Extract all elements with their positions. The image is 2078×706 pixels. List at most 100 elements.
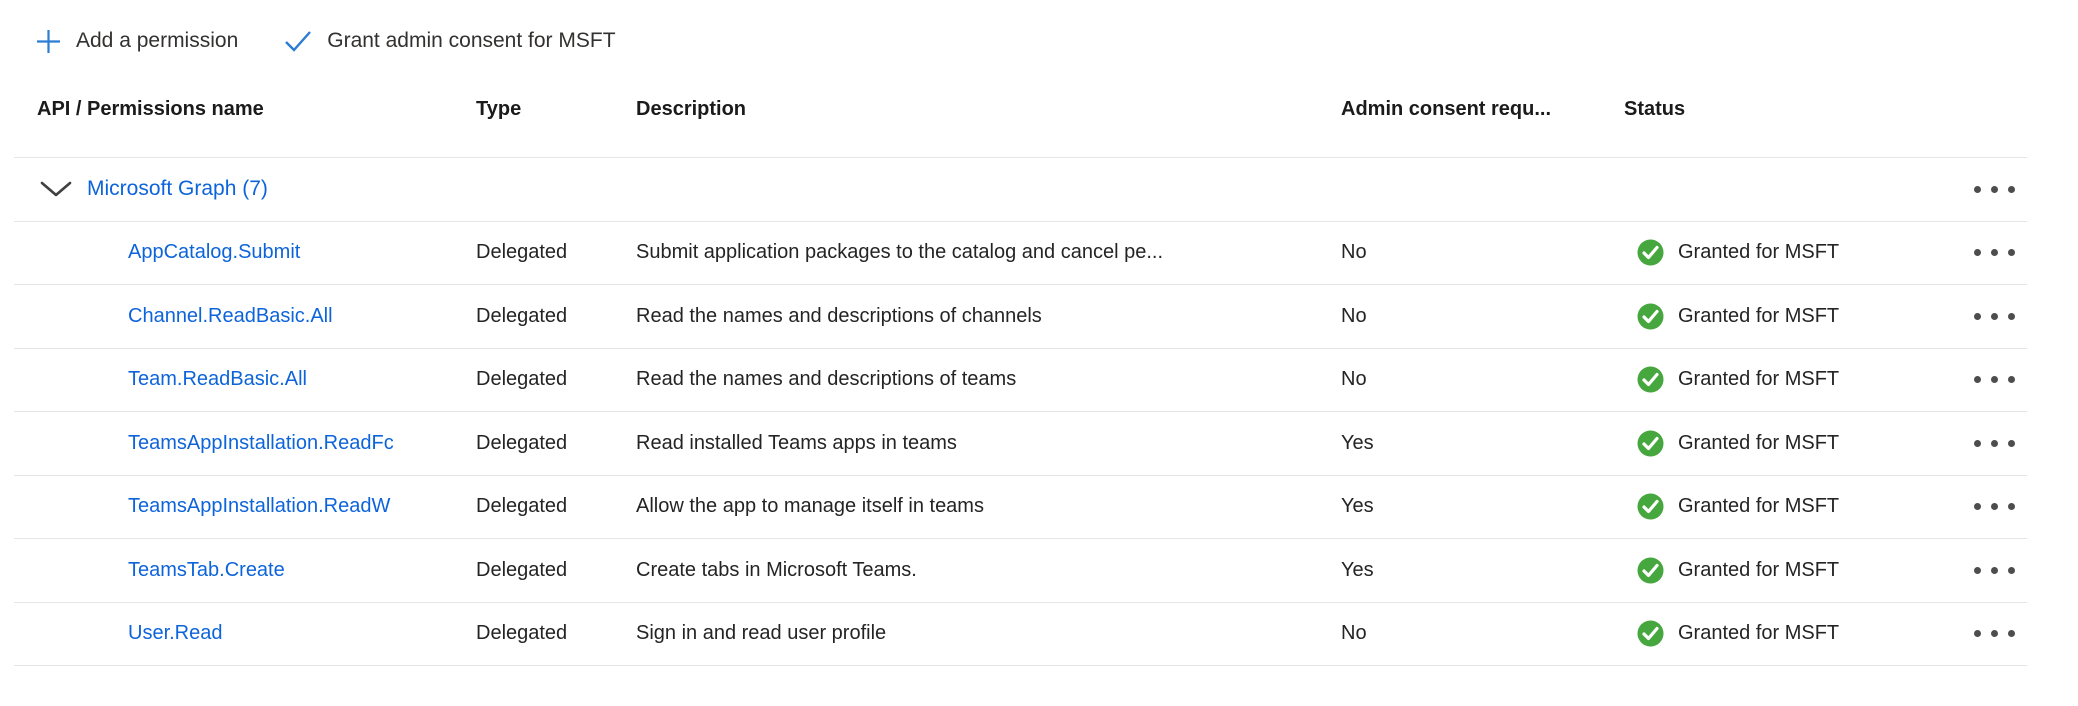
admin-consent-required-value: No <box>1341 241 1367 264</box>
more-dot <box>1991 439 1998 447</box>
row-more-options-button[interactable] <box>1954 222 2027 285</box>
status-label: Granted for MSFT <box>1678 368 1840 391</box>
granted-check-icon <box>1637 303 1664 330</box>
permission-name-link[interactable]: Channel.ReadBasic.All <box>128 304 333 327</box>
more-dot <box>1991 185 1998 193</box>
row-more-options-button[interactable] <box>1954 539 2027 602</box>
more-dot <box>1974 249 1981 257</box>
row-more-options-button[interactable] <box>1954 603 2027 666</box>
group-more-options-button[interactable] <box>1954 158 2027 221</box>
more-dot <box>2008 630 2015 638</box>
more-dot <box>1974 312 1981 320</box>
grant-admin-consent-label: Grant admin consent for MSFT <box>327 29 616 52</box>
permission-type: Delegated <box>476 431 568 454</box>
more-dot <box>1974 630 1981 638</box>
row-more-options-button[interactable] <box>1954 412 2027 475</box>
granted-check-icon <box>1637 430 1664 457</box>
header-status: Status <box>1624 98 1686 120</box>
admin-consent-required-value: No <box>1341 622 1367 645</box>
more-dot <box>1991 376 1998 384</box>
status-label: Granted for MSFT <box>1678 558 1840 581</box>
permission-row: AppCatalog.Submit Delegated Submit appli… <box>14 222 2027 285</box>
more-dot <box>2008 249 2015 257</box>
more-dot <box>2008 503 2015 511</box>
admin-consent-required-value: Yes <box>1341 558 1374 581</box>
permission-type: Delegated <box>476 241 568 264</box>
permission-row: TeamsAppInstallation.ReadFc Delegated Re… <box>14 412 2027 476</box>
permission-description: Submit application packages to the catal… <box>636 241 1164 264</box>
permission-name-link[interactable]: TeamsAppInstallation.ReadW <box>128 495 391 518</box>
status-cell: Granted for MSFT <box>1610 430 1954 457</box>
plus-icon <box>36 29 61 54</box>
status-cell: Granted for MSFT <box>1610 303 1954 330</box>
permission-name-link[interactable]: TeamsTab.Create <box>128 558 285 581</box>
status-cell: Granted for MSFT <box>1610 366 1954 393</box>
more-dot <box>1991 249 1998 257</box>
permission-name-link[interactable]: User.Read <box>128 622 223 645</box>
permission-description: Read the names and descriptions of chann… <box>636 304 1042 327</box>
more-dot <box>1974 439 1981 447</box>
permission-name-link[interactable]: TeamsAppInstallation.ReadFc <box>128 431 394 454</box>
permission-description: Sign in and read user profile <box>636 622 887 645</box>
permission-type: Delegated <box>476 622 568 645</box>
permission-description: Create tabs in Microsoft Teams. <box>636 558 917 581</box>
group-link-microsoft-graph[interactable]: Microsoft Graph (7) <box>87 177 268 201</box>
permission-name-link[interactable]: AppCatalog.Submit <box>128 241 301 264</box>
granted-check-icon <box>1637 493 1664 520</box>
header-type: Type <box>476 98 522 120</box>
permission-row: Team.ReadBasic.All Delegated Read the na… <box>14 349 2027 412</box>
admin-consent-required-value: No <box>1341 304 1367 327</box>
permission-description: Read the names and descriptions of teams <box>636 368 1017 391</box>
more-dot <box>1974 376 1981 384</box>
more-dot <box>1974 185 1981 193</box>
permission-description: Allow the app to manage itself in teams <box>636 495 984 518</box>
status-label: Granted for MSFT <box>1678 495 1840 518</box>
row-more-options-button[interactable] <box>1954 476 2027 539</box>
more-dot <box>1991 503 1998 511</box>
permission-row: Channel.ReadBasic.All Delegated Read the… <box>14 285 2027 349</box>
permission-row: TeamsAppInstallation.ReadW Delegated All… <box>14 476 2027 539</box>
more-dot <box>2008 312 2015 320</box>
row-more-options-button[interactable] <box>1954 285 2027 348</box>
more-dot <box>1974 503 1981 511</box>
permission-type: Delegated <box>476 368 568 391</box>
status-label: Granted for MSFT <box>1678 304 1840 327</box>
status-label: Granted for MSFT <box>1678 431 1840 454</box>
permission-type: Delegated <box>476 558 568 581</box>
granted-check-icon <box>1637 239 1664 266</box>
granted-check-icon <box>1637 366 1664 393</box>
grant-admin-consent-button[interactable]: Grant admin consent for MSFT <box>284 29 616 53</box>
permission-description: Read installed Teams apps in teams <box>636 431 957 454</box>
permissions-toolbar: Add a permission Grant admin consent for… <box>36 20 616 62</box>
row-more-options-button[interactable] <box>1954 349 2027 412</box>
add-permission-label: Add a permission <box>76 29 239 52</box>
more-dot <box>1991 312 1998 320</box>
permission-name-link[interactable]: Team.ReadBasic.All <box>128 368 307 391</box>
table-header-row: API / Permissions name Type Description … <box>14 62 2027 158</box>
more-dot <box>2008 185 2015 193</box>
check-icon <box>284 29 312 53</box>
status-label: Granted for MSFT <box>1678 622 1840 645</box>
more-dot <box>2008 566 2015 574</box>
add-permission-button[interactable]: Add a permission <box>36 29 238 54</box>
permissions-table: API / Permissions name Type Description … <box>14 62 2027 666</box>
permission-row: TeamsTab.Create Delegated Create tabs in… <box>14 539 2027 603</box>
more-dot <box>1991 566 1998 574</box>
granted-check-icon <box>1637 557 1664 584</box>
status-cell: Granted for MSFT <box>1610 557 1954 584</box>
permission-row: User.Read Delegated Sign in and read use… <box>14 603 2027 666</box>
admin-consent-required-value: No <box>1341 368 1367 391</box>
chevron-down-icon[interactable] <box>40 181 72 197</box>
admin-consent-required-value: Yes <box>1341 431 1374 454</box>
header-api-permissions-name: API / Permissions name <box>37 98 264 120</box>
more-dot <box>1974 566 1981 574</box>
more-dot <box>2008 439 2015 447</box>
header-description: Description <box>636 98 747 120</box>
status-cell: Granted for MSFT <box>1610 620 1954 647</box>
status-cell: Granted for MSFT <box>1610 239 1954 266</box>
permission-type: Delegated <box>476 304 568 327</box>
header-admin-consent-required: Admin consent requ... <box>1341 98 1552 120</box>
status-cell: Granted for MSFT <box>1610 493 1954 520</box>
more-dot <box>2008 376 2015 384</box>
